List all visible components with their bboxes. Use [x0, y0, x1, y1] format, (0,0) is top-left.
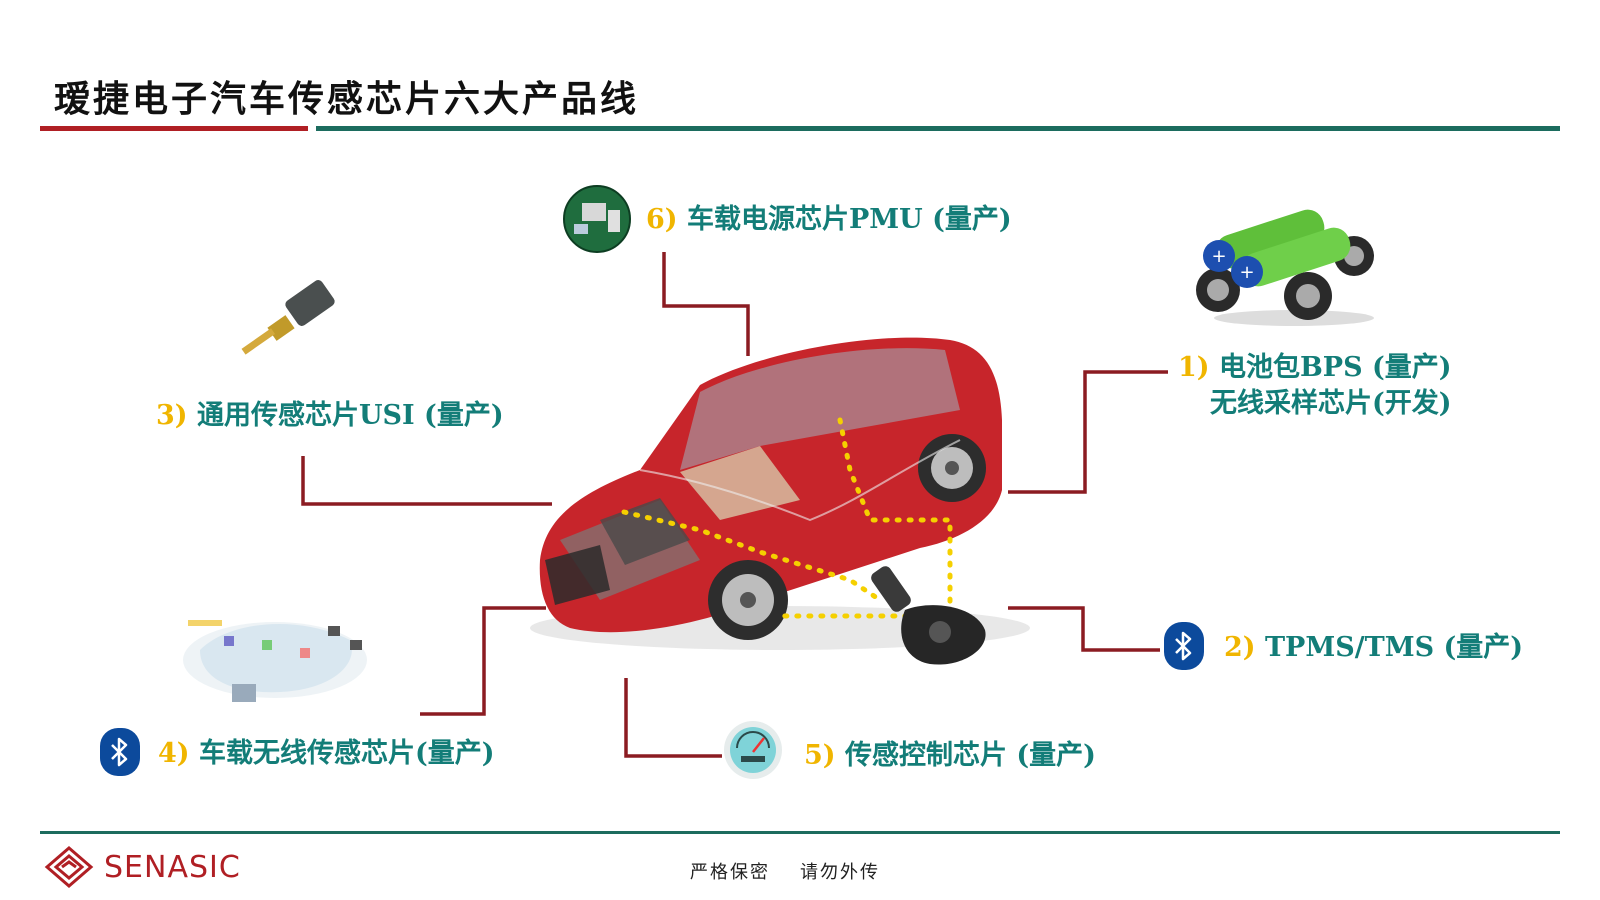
svg-text:+: +	[1239, 262, 1254, 283]
battery-car-icon: + +	[1196, 209, 1374, 326]
footer-rule	[40, 831, 1560, 834]
tpms-valve-sensor	[871, 566, 986, 665]
header-rule-red	[40, 126, 308, 131]
product-text: 传感控制芯片 (量产)	[844, 740, 1096, 771]
logo-text: SENASIC	[104, 849, 241, 885]
connector-5	[624, 678, 722, 758]
wireless-system-diagram	[183, 620, 367, 702]
connector-lines	[301, 252, 1168, 758]
connector-2	[1008, 606, 1160, 652]
connector-6	[662, 252, 750, 356]
product-text: TPMS/TMS (量产)	[1264, 632, 1524, 663]
product-number: 2)	[1224, 632, 1256, 663]
company-logo: SENASIC	[44, 845, 241, 889]
connector-1	[1008, 370, 1168, 494]
svg-text:+: +	[1211, 246, 1226, 267]
no-distribute-text: 请勿外传	[800, 862, 880, 883]
temperature-sensor-icon	[241, 280, 335, 355]
connector-3	[301, 456, 552, 506]
product-text: 通用传感芯片USI (量产)	[196, 400, 504, 431]
bluetooth-icon	[1164, 622, 1204, 670]
product-label-6: 6) 车载电源芯片PMU (量产)	[646, 202, 1012, 238]
product-label-3: 3) 通用传感芯片USI (量产)	[156, 398, 504, 434]
product-label-4: 4) 车载无线传感芯片(量产)	[158, 736, 495, 772]
circuit-board-icon	[563, 185, 631, 253]
product-number: 1)	[1178, 352, 1210, 383]
product-number: 3)	[156, 400, 188, 431]
product-text: 车载无线传感芯片(量产)	[198, 738, 495, 769]
product-label-1: 1) 电池包BPS (量产) 无线采样芯片(开发)	[1178, 350, 1452, 422]
connector-4	[420, 606, 546, 716]
car-cutaway-image	[530, 337, 1030, 650]
header-rule-teal	[316, 126, 1560, 131]
product-text-line2: 无线采样芯片(开发)	[1210, 388, 1452, 419]
confidential-text: 严格保密	[690, 862, 770, 883]
product-label-5: 5) 传感控制芯片 (量产)	[804, 738, 1096, 774]
fuel-gauge-icon	[724, 721, 782, 779]
product-text: 电池包BPS (量产)	[1218, 352, 1452, 383]
logo-mark-icon	[44, 846, 94, 888]
product-number: 6)	[646, 204, 678, 235]
product-number: 5)	[804, 740, 836, 771]
product-label-2: 2) TPMS/TMS (量产)	[1224, 630, 1523, 666]
page-title: 瑷捷电子汽车传感芯片六大产品线	[54, 78, 640, 120]
product-text: 车载电源芯片PMU (量产)	[686, 204, 1012, 235]
bluetooth-icon	[100, 728, 140, 776]
product-number: 4)	[158, 738, 190, 769]
